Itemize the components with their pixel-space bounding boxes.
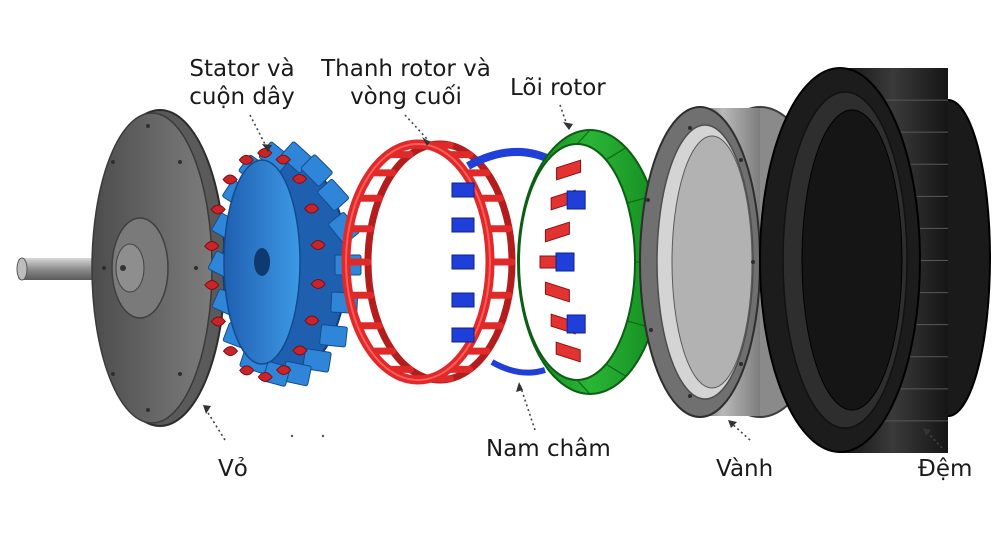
rotor-core-part (517, 129, 663, 395)
stator-winding-coil (304, 203, 320, 214)
label-rim: Vành (716, 456, 774, 482)
leader-stator (249, 114, 269, 151)
label-rotor-bars-line2: vòng cuối (350, 84, 462, 110)
shaft-end (16, 257, 28, 281)
magnet-block-blue (451, 327, 475, 343)
stator-winding-coil (210, 204, 226, 215)
label-stator: Stator và cuộn dây (189, 55, 295, 111)
stator-winding-coil (204, 241, 220, 252)
hub-bolt (120, 265, 126, 271)
stator-winding-coil (310, 240, 326, 251)
label-housing: Vỏ (218, 456, 248, 482)
leader-arrowheads (203, 122, 931, 436)
stator-part (204, 141, 362, 387)
cushion-part (759, 67, 991, 453)
rotor-core-segment-line (605, 363, 627, 377)
label-magnets: Nam châm (486, 436, 611, 462)
leader-housing (204, 407, 226, 441)
housing-part (16, 109, 226, 427)
stator-winding-coil (222, 174, 238, 185)
rotor-core-blue-magnet (566, 314, 586, 334)
cage-front-ring-highlight (345, 143, 491, 381)
label-stator-line1: Stator và (189, 56, 295, 82)
rotor-core-segment-line (605, 147, 627, 161)
rotor-core-red-magnet (544, 221, 570, 243)
rotor-core-red-magnet (544, 281, 570, 303)
label-rotor-bars: Thanh rotor và vòng cuối (321, 55, 491, 111)
rotor-core-blue-magnet (566, 190, 586, 210)
magnet-blocks (451, 182, 475, 343)
leader-cage (404, 114, 429, 141)
magnet-block-blue (451, 254, 475, 270)
stator-winding-coil (291, 173, 308, 184)
stator-windings (204, 148, 326, 382)
stator-winding-coil (239, 365, 255, 376)
stator-winding-coil (257, 372, 273, 382)
stator-winding-coil (310, 278, 326, 289)
stray-dots (290, 434, 325, 438)
rotor-core-magnet-slots (539, 159, 586, 363)
stator-winding-coil (238, 154, 254, 165)
rotor-core-red-magnet (556, 159, 582, 181)
rotor-core-red-magnet (555, 341, 581, 363)
rotor-core-inner (518, 143, 636, 381)
label-cushion: Đệm (918, 456, 973, 482)
housing-hub-inner (115, 243, 145, 293)
rotor-core-segment-line (576, 379, 591, 395)
housing-bolt-holes (102, 124, 198, 412)
magnet-arc-bottom (490, 359, 546, 376)
label-stator-line2: cuộn dây (189, 84, 295, 110)
label-rotor-core: Lõi rotor (510, 75, 606, 101)
stator-winding-coil (204, 279, 220, 290)
rotor-core-segment-line (576, 129, 591, 145)
stator-winding-coil (292, 345, 308, 356)
stator-winding-coil (222, 346, 239, 357)
rotor-cage-part (341, 139, 516, 385)
magnet-block-blue (451, 292, 475, 308)
cushion-bore (801, 109, 903, 411)
stator-tooth (317, 179, 349, 212)
rim-inner-bore (671, 135, 753, 389)
stator-winding-coil (276, 365, 292, 376)
stator-tooth (319, 324, 348, 348)
magnet-block-blue (451, 217, 475, 233)
label-rotor-bars-line1: Thanh rotor và (321, 56, 491, 82)
stator-winding-coil (210, 316, 226, 327)
magnet-block-blue (451, 182, 475, 198)
stator-center-hole (254, 248, 270, 276)
rim-bolt-holes (646, 126, 755, 398)
stator-winding-coil (304, 315, 320, 326)
rotor-core-blue-magnet (555, 252, 575, 272)
stator-tooth (300, 154, 333, 187)
leader-magnets (519, 384, 536, 431)
stator-winding-coil (275, 154, 291, 165)
